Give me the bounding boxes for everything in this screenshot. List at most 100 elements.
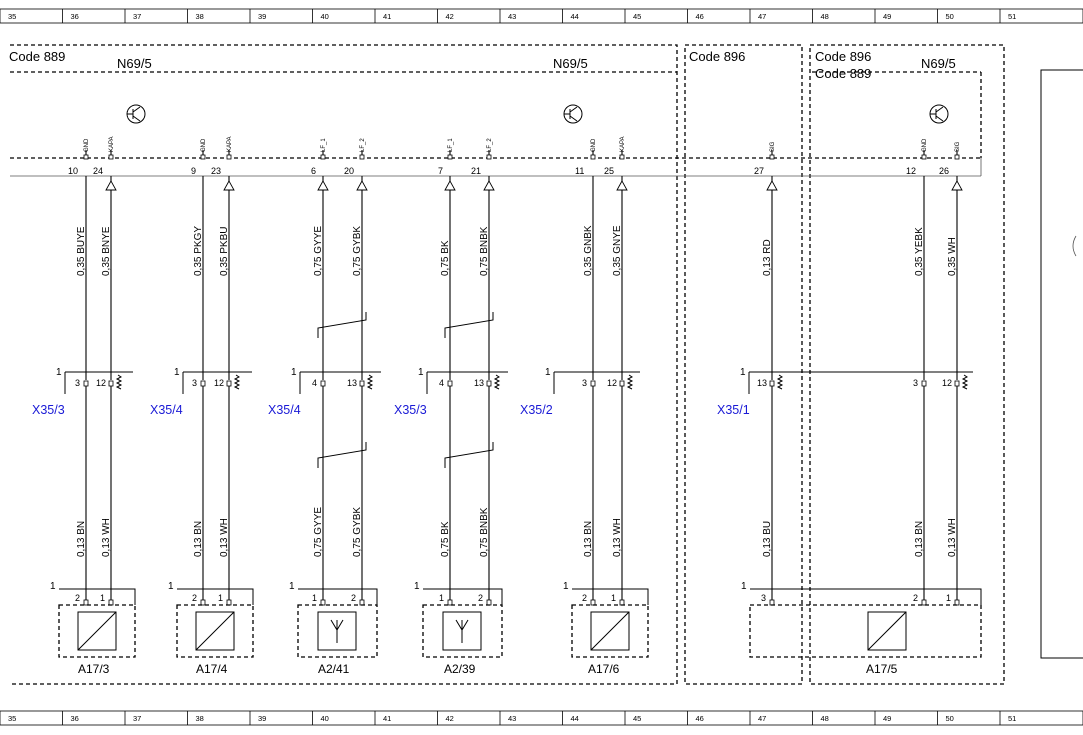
connector-x35-2	[553, 371, 640, 394]
n69-label-right: N69/5	[921, 56, 956, 71]
ruler-number: 37	[133, 12, 141, 21]
code-889-label: Code 889	[9, 49, 65, 64]
module-pin-number: 1	[312, 593, 317, 603]
svg-text:1: 1	[545, 367, 551, 378]
inline-connectors: 1 1 1 1 1 1	[56, 367, 973, 394]
connector-label: X35/4	[268, 403, 301, 417]
inline-pin-number: 12	[214, 378, 224, 388]
module-pin-number: 2	[478, 593, 483, 603]
sensor-icon	[590, 611, 630, 651]
signal-arrow-icon	[766, 180, 778, 191]
resistor-icon	[366, 374, 374, 390]
ruler-number: 50	[946, 12, 954, 21]
module-pin-number: 1	[611, 593, 616, 603]
inline-pin-number: 13	[474, 378, 484, 388]
ecu-pin-name: LF_1	[321, 138, 327, 152]
ruler-number: 44	[571, 12, 579, 21]
ecu-pin-number: 23	[211, 166, 221, 176]
resistor-icon	[115, 374, 123, 390]
code-889-label-right: Code 889	[815, 66, 871, 81]
svg-text:1: 1	[56, 367, 62, 378]
svg-text:1: 1	[741, 581, 747, 592]
ecu-pin-name: LF_2	[360, 138, 366, 152]
module-pin-number: 2	[582, 593, 587, 603]
inline-pin-number: 12	[96, 378, 106, 388]
module-label: A2/39	[444, 662, 476, 676]
ruler-number: 39	[258, 12, 266, 21]
resistor-icon	[493, 374, 501, 390]
ruler-number: 37	[133, 714, 141, 723]
inline-pin-number: 3	[913, 378, 918, 388]
ruler-number: 40	[321, 12, 329, 21]
ecu-pin-number: 26	[939, 166, 949, 176]
inline-pin-number: 13	[347, 378, 357, 388]
module-a17-6	[571, 604, 649, 658]
ruler-number: 47	[758, 12, 766, 21]
inline-pin-number: 4	[312, 378, 317, 388]
ruler-number: 41	[383, 714, 391, 723]
wire-label-upper: 0,35 GNBK	[583, 225, 594, 276]
ecu-pin-number: 27	[754, 166, 764, 176]
inline-pin-number: 3	[192, 378, 197, 388]
module-pin-number: 1	[218, 593, 223, 603]
ruler-number: 35	[8, 12, 16, 21]
ruler-number: 38	[196, 12, 204, 21]
ecu-pin-name: KAPA	[109, 136, 115, 152]
adjacent-page-frame	[1040, 69, 1083, 659]
connector-label: X35/3	[32, 403, 65, 417]
svg-text:1: 1	[168, 581, 174, 592]
ecu-pin-name: SIG	[955, 141, 961, 152]
module-label: A2/41	[318, 662, 350, 676]
wire-label-upper: 0,35 PKBU	[219, 227, 230, 276]
wire-label-upper: 0,35 BUYE	[76, 226, 87, 276]
ecu-pin-name: LF_2	[487, 138, 493, 152]
ruler-number: 51	[1008, 714, 1016, 723]
module-label: A17/4	[196, 662, 228, 676]
resistor-icon	[776, 374, 784, 390]
code-896-889-frame	[809, 44, 1005, 685]
svg-text:1: 1	[174, 367, 180, 378]
signal-arrow-icon	[105, 180, 117, 191]
wire-label-lower: 0,13 BN	[193, 521, 204, 557]
resistor-icon	[626, 374, 634, 390]
connector-label: X35/2	[520, 403, 553, 417]
code-896-label: Code 896	[689, 49, 745, 64]
wire-label-upper: 0,75 GYBK	[352, 226, 363, 276]
inline-pin-number: 13	[757, 378, 767, 388]
inline-pin-number: 4	[439, 378, 444, 388]
module-a17-3	[58, 604, 136, 658]
code-889-frame	[10, 44, 678, 685]
svg-text:1: 1	[291, 367, 297, 378]
ruler-number: 45	[633, 714, 641, 723]
sensor-icon	[77, 611, 117, 651]
ruler-number: 35	[8, 714, 16, 723]
connector-x35-1	[748, 371, 973, 394]
ecu-pin-name: GND	[201, 138, 207, 152]
ruler-number: 38	[196, 714, 204, 723]
svg-text:1: 1	[414, 581, 420, 592]
wire-label-lower: 0,13 WH	[219, 518, 230, 557]
wire: 23 0,35 PKBU 12 0,13 WH 1	[211, 150, 241, 606]
ruler-number: 44	[571, 714, 579, 723]
transistor-icon	[563, 104, 583, 124]
ruler-number: 50	[946, 714, 954, 723]
ruler-number: 41	[383, 12, 391, 21]
n69-label-mid: N69/5	[553, 56, 588, 71]
ruler-number: 49	[883, 12, 891, 21]
ecu-pin-number: 21	[471, 166, 481, 176]
wire-label-upper: 0,75 GYYE	[313, 226, 324, 276]
ruler-number: 39	[258, 714, 266, 723]
wire-label-lower: 0,75 BK	[440, 521, 451, 557]
ecu-pin-number: 20	[344, 166, 354, 176]
wire-label-upper: 0,35 WH	[947, 237, 958, 276]
ecu-pin-name: GND	[591, 138, 597, 152]
wire-label-lower: 0,13 WH	[101, 518, 112, 557]
svg-text:1: 1	[740, 367, 746, 378]
connector-label: X35/4	[150, 403, 183, 417]
ruler-number: 45	[633, 12, 641, 21]
